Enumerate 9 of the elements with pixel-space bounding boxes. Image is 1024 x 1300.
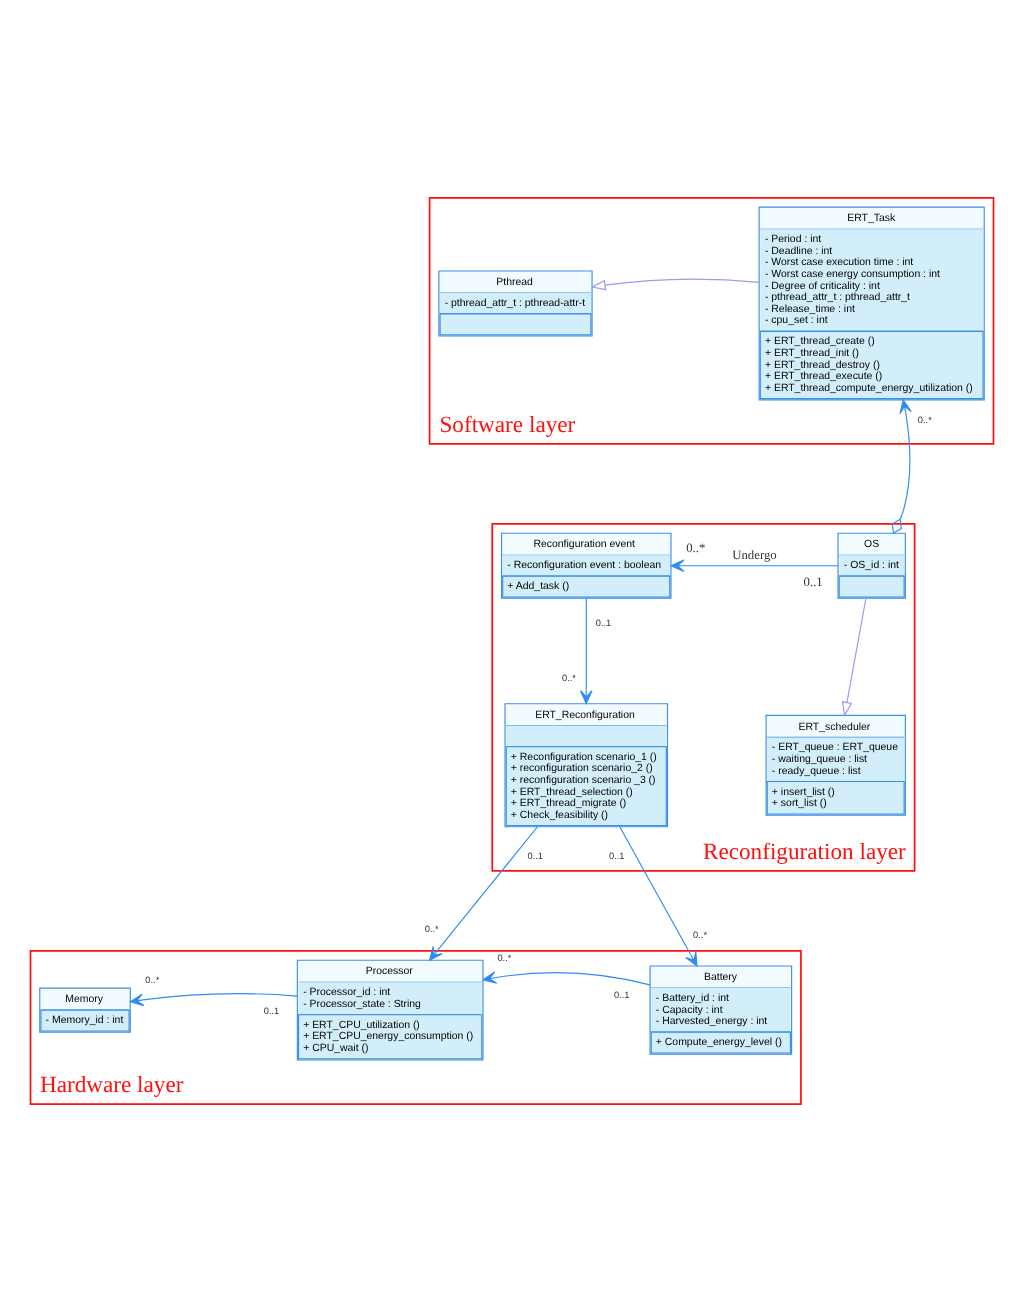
arrow <box>841 597 867 716</box>
arrow <box>429 825 538 960</box>
arrow <box>619 825 698 966</box>
arrow <box>590 277 760 290</box>
arrow <box>891 398 912 533</box>
arrow <box>129 992 298 1006</box>
arrow <box>670 558 839 572</box>
arrow <box>482 970 651 985</box>
arrow <box>579 597 593 704</box>
